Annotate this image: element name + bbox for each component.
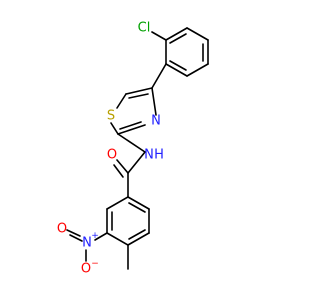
bond (127, 196, 150, 210)
amide-hydrogen-label: H (154, 148, 164, 163)
bond (127, 151, 146, 174)
bond (128, 202, 146, 213)
bond (94, 232, 108, 241)
nitro-oxygen-double-label: O (57, 222, 67, 237)
bond (186, 63, 209, 77)
bond (119, 121, 142, 130)
bond (106, 232, 129, 246)
molecule-structure: Cl S N N H O N + O O − (57, 21, 209, 277)
bond (128, 229, 146, 240)
bond (125, 87, 153, 95)
nitro-nitrogen-label: N (82, 236, 92, 251)
bond (186, 27, 209, 41)
bond (151, 87, 157, 116)
bond (117, 133, 146, 153)
bond (113, 164, 124, 178)
bond (69, 234, 83, 242)
sulfur-atom-label: S (107, 109, 115, 124)
bond (110, 122, 119, 135)
bond (165, 27, 188, 41)
bond (151, 63, 167, 89)
nitro-oxygen-single-label: O (81, 262, 91, 277)
nitro-oxygen-charge: − (91, 259, 99, 269)
thiazole-nitrogen-label: N (151, 114, 161, 129)
bond (106, 196, 129, 210)
bond (127, 232, 150, 246)
bond (116, 159, 129, 174)
bond (117, 124, 146, 135)
bond (165, 63, 188, 77)
chlorine-atom-label: Cl (138, 21, 151, 36)
bond (116, 93, 127, 109)
nitro-nitrogen-charge: + (91, 231, 99, 241)
carbonyl-oxygen-label: O (107, 148, 117, 163)
bond (169, 60, 187, 71)
amide-nitrogen-label: N (144, 148, 154, 163)
bond (169, 33, 187, 44)
bond (66, 229, 81, 237)
bond-layer (66, 27, 209, 270)
bond (151, 31, 167, 41)
bond (128, 93, 149, 99)
